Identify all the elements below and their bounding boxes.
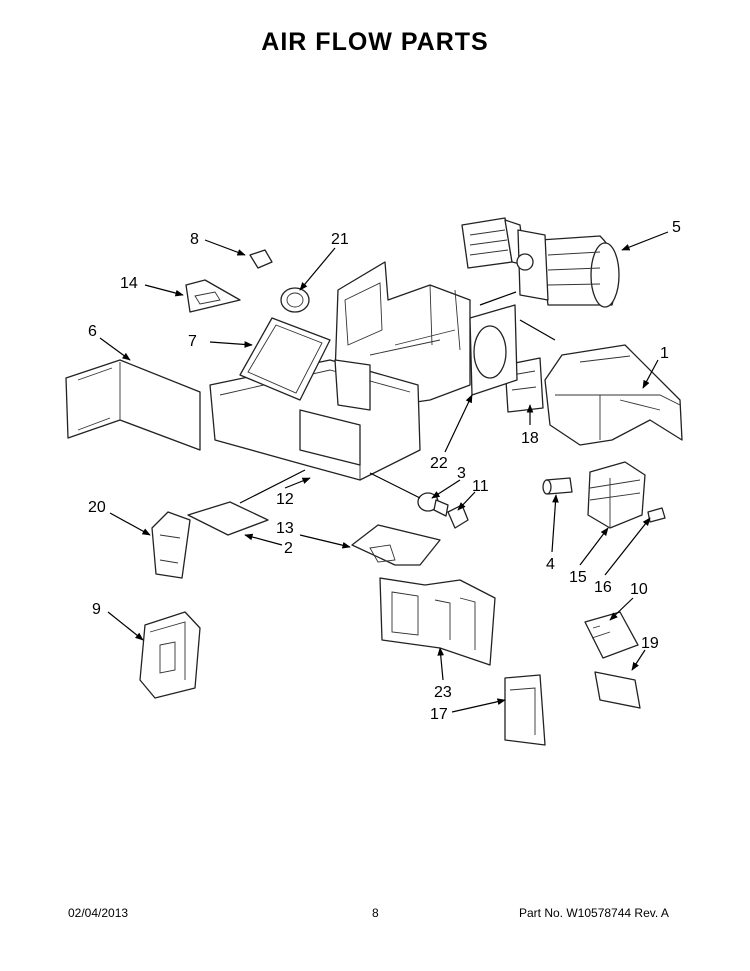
callout-23: 23 [434,684,452,701]
part-7-filter-panel [239,317,331,401]
callout-9: 9 [92,601,101,618]
part-23-panel [379,577,496,666]
callout-21: 21 [331,231,349,248]
callout-15: 15 [569,569,587,586]
callout-10: 10 [630,581,648,598]
part-13-cover [351,524,441,566]
part-20-bracket [151,511,191,579]
part-1-duct [544,344,683,446]
part-5-blower-assembly [461,217,620,308]
part-2-plate [187,501,269,536]
part-21-thermostat [280,287,310,313]
callout-numbers: 8 21 5 14 6 7 1 18 22 3 11 12 20 13 2 4 … [88,219,681,723]
part-chassis-housing [209,261,518,481]
part-14-bracket [185,279,241,313]
callout-6: 6 [88,323,97,340]
part-19-bracket [594,671,641,709]
callout-22: 22 [430,455,448,472]
page-title: AIR FLOW PARTS [261,28,489,56]
callout-4: 4 [546,556,555,573]
part-8-clip [249,249,273,269]
part-3-bulb [417,492,449,517]
callout-3: 3 [457,465,466,482]
part-4-capacitor [542,477,573,495]
callout-14: 14 [120,275,138,292]
callout-11: 11 [472,478,489,495]
callout-13: 13 [276,520,294,537]
callout-18: 18 [521,430,539,447]
part-15-transformer [587,461,646,529]
callout-12: 12 [276,491,294,508]
part-10-control-board [584,611,639,659]
footer-date: 02/04/2013 [68,906,129,920]
callout-7: 7 [188,333,197,350]
callout-2: 2 [284,540,293,557]
part-11-socket [447,504,469,529]
footer-part-number: Part No. W10578744 Rev. A [519,906,669,920]
part-17-vent [504,674,546,746]
callout-8: 8 [190,231,199,248]
callout-5: 5 [672,219,681,236]
part-9-box [139,611,201,699]
callout-19: 19 [641,635,659,652]
part-16-diode [647,507,666,523]
callout-17: 17 [430,706,448,723]
callout-20: 20 [88,499,106,516]
part-6-side-panel [65,359,201,451]
footer-page-number: 8 [372,906,379,920]
callout-1: 1 [660,345,669,362]
leader-lines [99,231,669,713]
callout-16: 16 [594,579,612,596]
